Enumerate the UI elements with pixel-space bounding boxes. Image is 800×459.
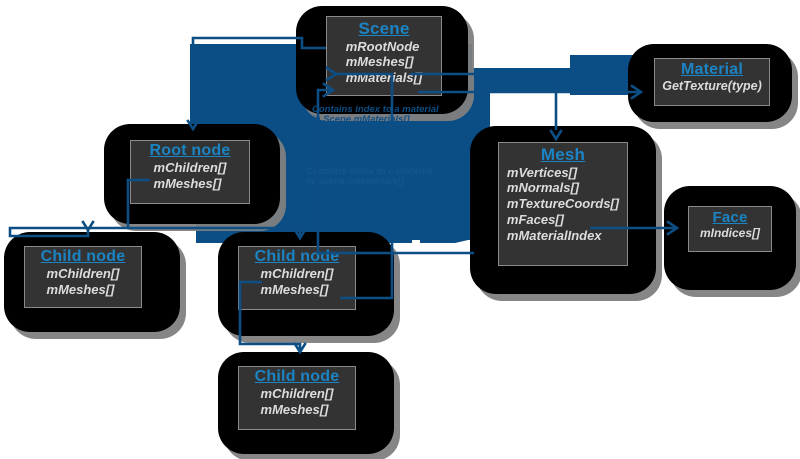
node-child-node-3-field-mchildren: mChildren[] bbox=[260, 386, 334, 402]
annotation-line-2: in Scene.mMaterials[] bbox=[312, 113, 410, 125]
node-root-node-box: Root node mChildren[] mMeshes[] bbox=[130, 140, 250, 204]
node-child-node-3-title: Child node bbox=[254, 368, 340, 385]
node-child-node-2-title: Child node bbox=[254, 248, 340, 265]
node-scene[interactable]: Scene mRootNode mMeshes[] mMaterials[] bbox=[296, 6, 468, 114]
node-child-node-3-box: Child node mChildren[] mMeshes[] bbox=[238, 366, 356, 430]
node-child-node-2[interactable]: Child node mChildren[] mMeshes[] bbox=[218, 232, 394, 336]
node-face[interactable]: Face mIndices[] bbox=[664, 186, 796, 290]
node-scene-title: Scene bbox=[358, 19, 410, 38]
node-scene-box: Scene mRootNode mMeshes[] mMaterials[] bbox=[326, 16, 442, 96]
node-mesh-box: Mesh mVertices[] mNormals[] mTextureCoor… bbox=[498, 142, 628, 266]
node-child-node-1-title: Child node bbox=[40, 248, 126, 265]
node-material-box: Material GetTexture(type) bbox=[654, 58, 770, 106]
node-mesh-field-mmaterialindex: mMaterialIndex bbox=[506, 227, 602, 243]
node-face-field-mindices: mIndices[] bbox=[699, 226, 760, 241]
node-child-node-3[interactable]: Child node mChildren[] mMeshes[] bbox=[218, 352, 394, 454]
node-scene-field-mmaterials: mMaterials[] bbox=[345, 70, 423, 86]
node-material-title: Material bbox=[680, 61, 744, 78]
node-child-node-1[interactable]: Child node mChildren[] mMeshes[] bbox=[4, 232, 180, 332]
node-material[interactable]: Material GetTexture(type) bbox=[628, 44, 792, 122]
node-child-node-2-field-mchildren: mChildren[] bbox=[260, 266, 334, 282]
node-child-node-1-field-mchildren: mChildren[] bbox=[46, 266, 120, 282]
node-child-node-2-field-mmeshes: mMeshes[] bbox=[260, 282, 329, 298]
node-child-node-2-box: Child node mChildren[] mMeshes[] bbox=[238, 246, 356, 310]
node-mesh-field-mvertices: mVertices[] bbox=[506, 164, 578, 180]
node-scene-field-mmeshes: mMeshes[] bbox=[345, 54, 414, 70]
node-root-node-title: Root node bbox=[149, 142, 231, 159]
node-root-node-field-mmeshes: mMeshes[] bbox=[153, 176, 222, 192]
node-mesh-title: Mesh bbox=[540, 145, 586, 164]
node-child-node-1-field-mmeshes: mMeshes[] bbox=[46, 282, 115, 298]
node-mesh-field-mfaces: mFaces[] bbox=[506, 212, 564, 228]
node-root-node-field-mchildren: mChildren[] bbox=[153, 160, 227, 176]
ghost-line-2: in Scene.mMaterials[] bbox=[306, 175, 404, 187]
node-child-node-3-field-mmeshes: mMeshes[] bbox=[260, 402, 329, 418]
node-material-field-gettexture: GetTexture(type) bbox=[662, 79, 762, 94]
node-mesh[interactable]: Mesh mVertices[] mNormals[] mTextureCoor… bbox=[470, 126, 656, 294]
node-child-node-1-box: Child node mChildren[] mMeshes[] bbox=[24, 246, 142, 308]
node-scene-field-mrootnode: mRootNode bbox=[345, 38, 420, 54]
node-root-node[interactable]: Root node mChildren[] mMeshes[] bbox=[104, 124, 280, 224]
node-mesh-field-mnormals: mNormals[] bbox=[506, 180, 580, 196]
node-mesh-field-mtexturecoords: mTextureCoords[] bbox=[506, 196, 620, 212]
node-face-box: Face mIndices[] bbox=[688, 206, 772, 252]
node-face-title: Face bbox=[712, 209, 748, 226]
